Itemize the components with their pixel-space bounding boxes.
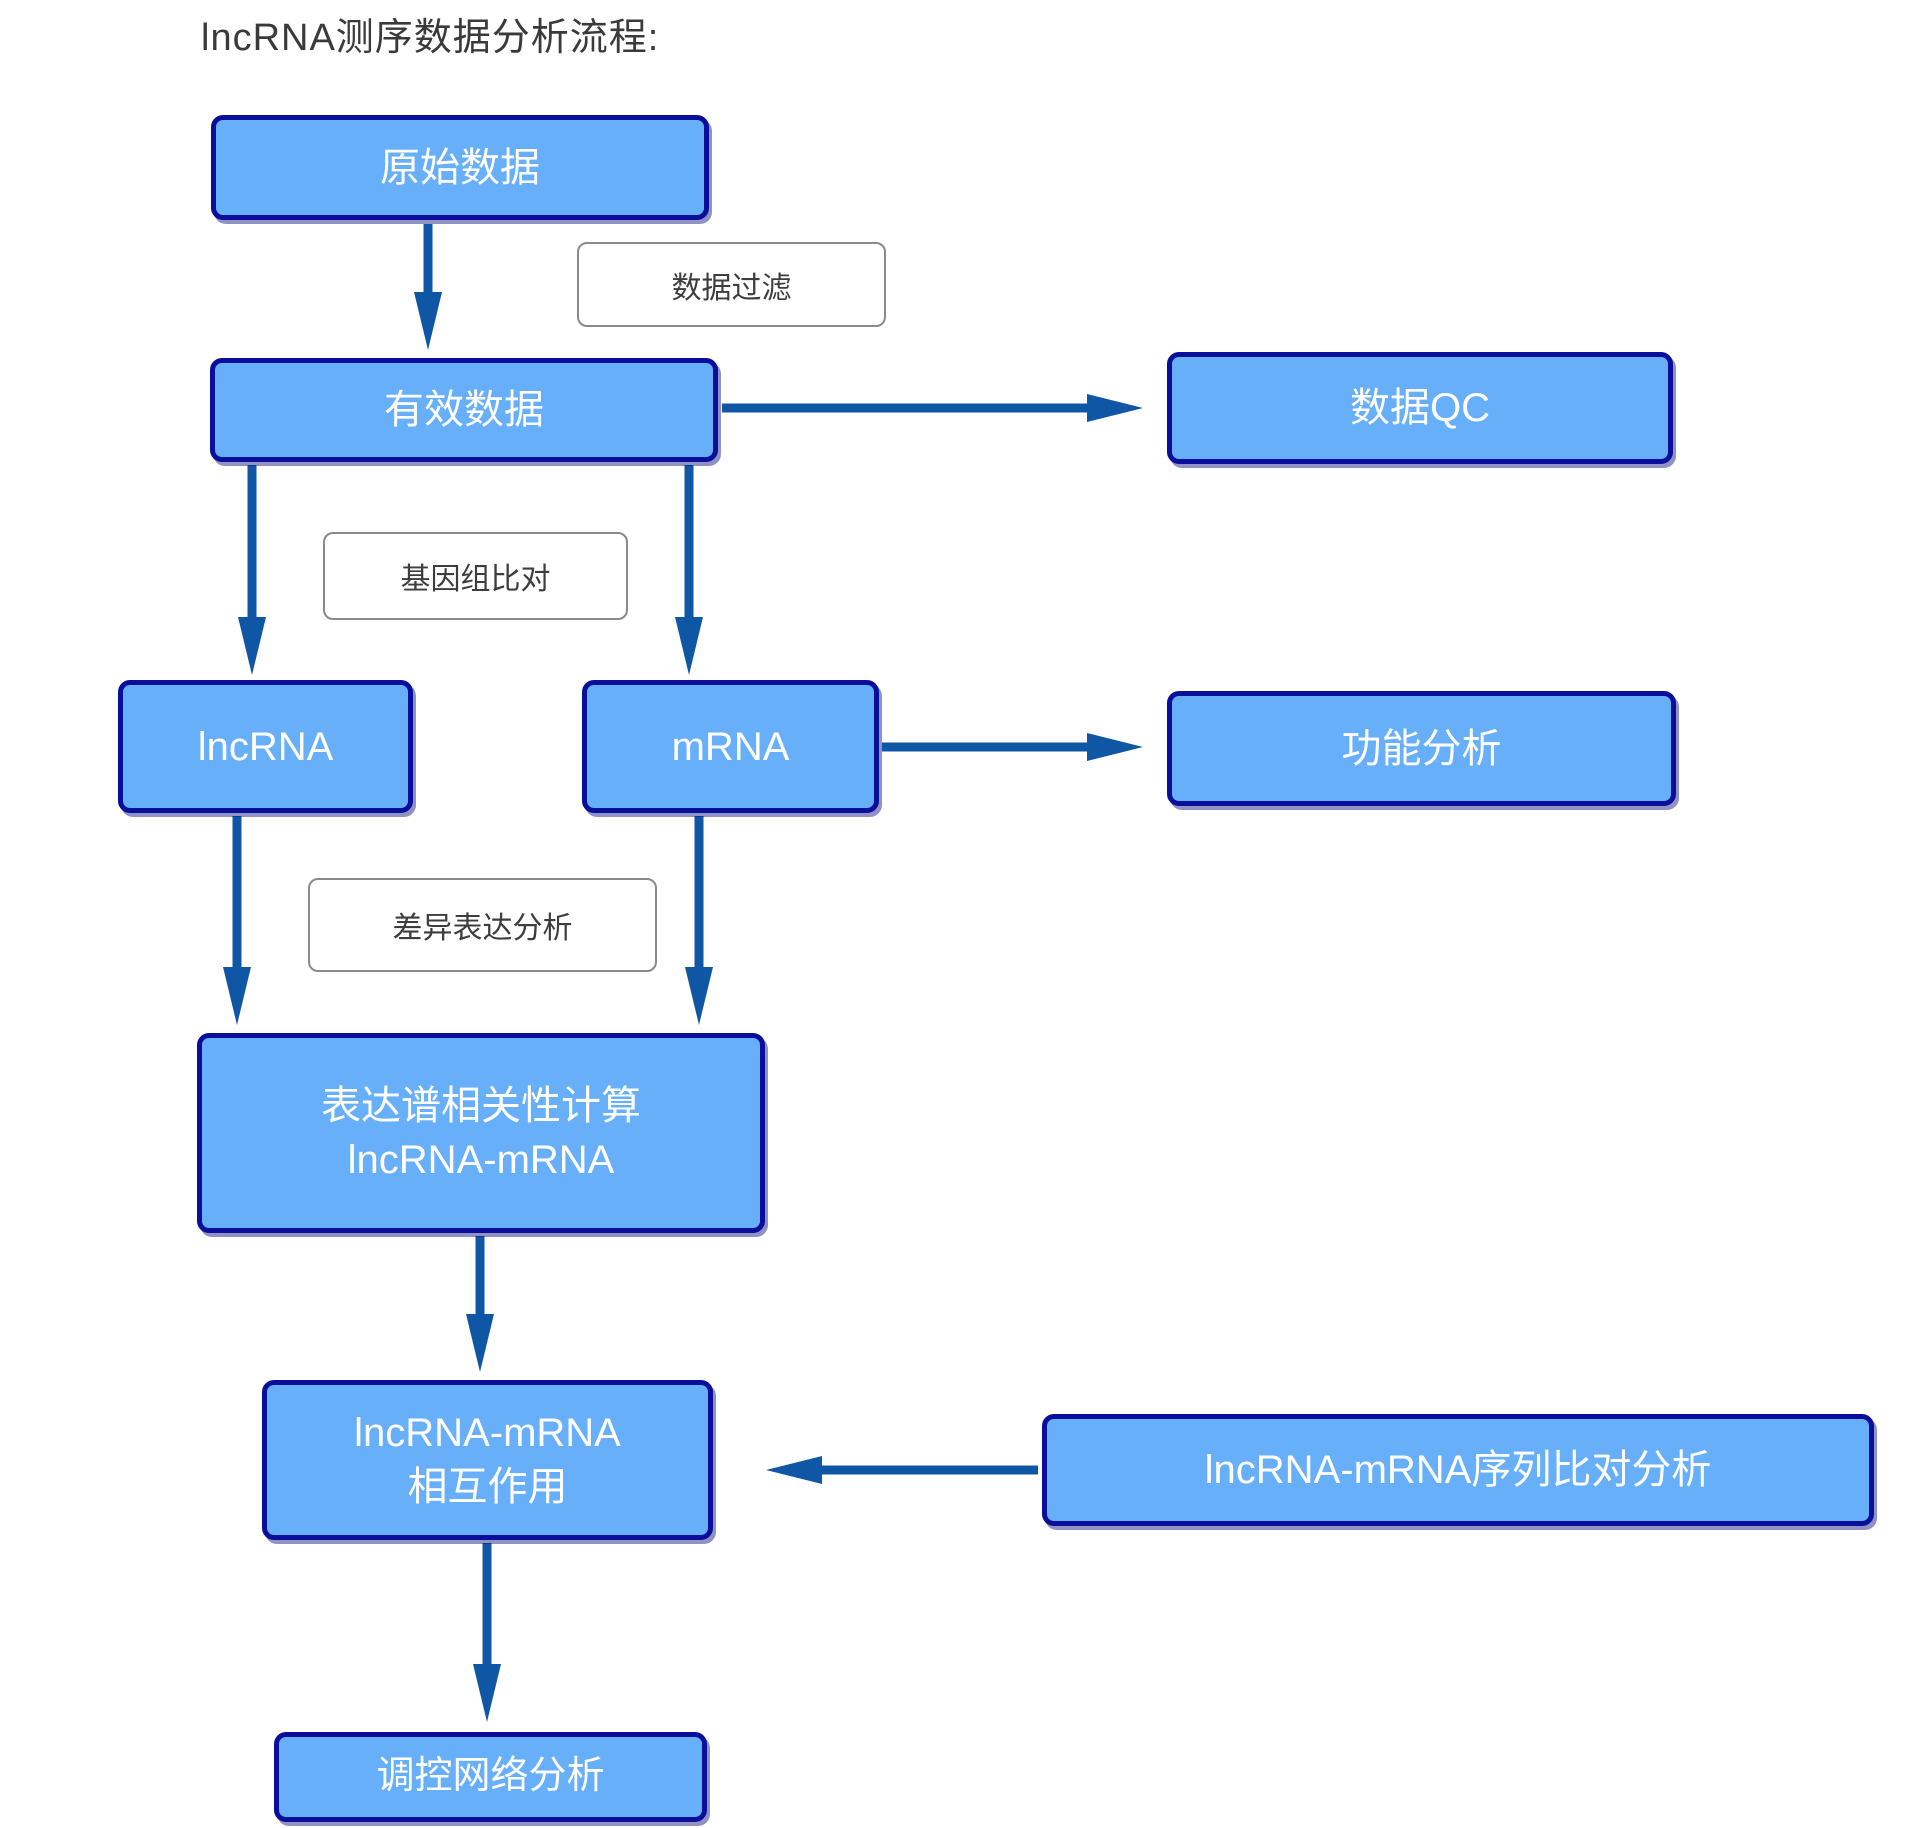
arrow-seq-to-interaction [766, 1456, 1038, 1484]
page-title: lncRNA测序数据分析流程: [201, 17, 660, 59]
node-regulatory-network-label: 调控网络分析 [376, 1755, 605, 1798]
node-interaction-line2: 相互作用 [407, 1465, 568, 1509]
node-expression-correlation-line2: lncRNA-mRNA [347, 1138, 615, 1182]
node-data-qc-label: 数据QC [1350, 386, 1490, 430]
edge-label-data-filter: 数据过滤 [577, 242, 886, 327]
arrow-valid-to-mrna [675, 465, 703, 675]
node-interaction-line1: lncRNA-mRNA [354, 1411, 621, 1455]
arrow-mrna-to-func [882, 733, 1143, 761]
node-interaction: lncRNA-mRNA 相互作用 [262, 1380, 713, 1540]
node-valid-data-label: 有效数据 [384, 388, 544, 432]
node-lncrna-label: lncRNA [197, 724, 334, 769]
node-sequence-alignment: lncRNA-mRNA序列比对分析 [1042, 1414, 1874, 1526]
arrow-raw-to-valid [414, 224, 442, 350]
edge-label-diff-expression-text: 差异表达分析 [392, 912, 573, 945]
node-mrna: mRNA [582, 680, 879, 813]
node-expression-correlation-line1: 表达谱相关性计算 [321, 1084, 641, 1128]
arrow-valid-to-qc [722, 394, 1143, 422]
node-raw-data: 原始数据 [211, 115, 709, 220]
arrow-mrna-to-corr [685, 816, 713, 1025]
edge-label-genome-alignment-text: 基因组比对 [400, 563, 551, 596]
edge-label-genome-alignment: 基因组比对 [323, 532, 628, 620]
node-raw-data-label: 原始数据 [380, 145, 540, 190]
node-lncrna: lncRNA [118, 680, 413, 813]
node-functional-analysis: 功能分析 [1167, 691, 1676, 806]
node-mrna-label: mRNA [671, 724, 790, 769]
node-regulatory-network: 调控网络分析 [274, 1732, 707, 1822]
edge-label-data-filter-text: 数据过滤 [671, 271, 792, 305]
node-functional-analysis-label: 功能分析 [1341, 726, 1502, 771]
node-data-qc: 数据QC [1167, 352, 1673, 464]
edge-label-diff-expression: 差异表达分析 [308, 878, 657, 972]
arrow-corr-to-interaction [466, 1236, 494, 1372]
node-expression-correlation: 表达谱相关性计算 lncRNA-mRNA [197, 1033, 765, 1233]
node-valid-data: 有效数据 [210, 358, 718, 462]
arrow-valid-to-lncrna [238, 465, 266, 675]
node-sequence-alignment-label: lncRNA-mRNA序列比对分析 [1204, 1448, 1712, 1492]
arrow-lncrna-to-corr [223, 816, 251, 1025]
arrow-interaction-to-network [473, 1543, 501, 1722]
